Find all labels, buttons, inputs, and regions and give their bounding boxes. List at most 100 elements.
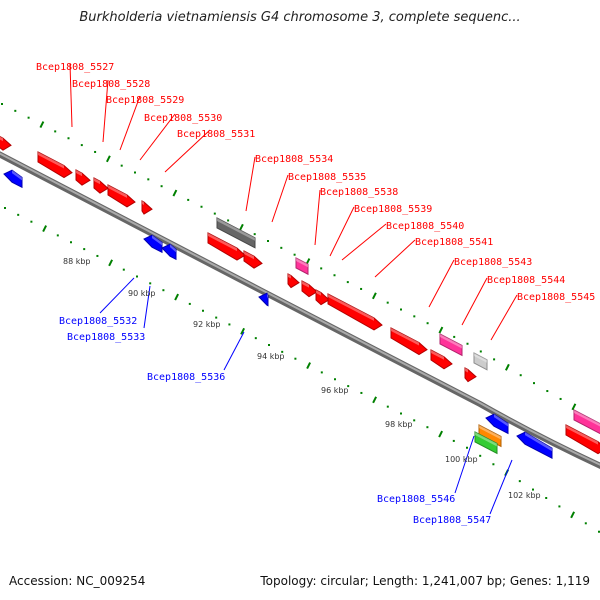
- gene-highlight: [296, 258, 308, 268]
- gene-light-gray: [473, 352, 488, 371]
- backbone: [0, 151, 600, 469]
- gene-highlight: [217, 218, 255, 241]
- gene-highlight: [328, 294, 374, 321]
- tick-minor: [360, 287, 363, 290]
- leader-line-forward: [164, 129, 211, 173]
- tick-minor: [14, 109, 17, 112]
- gene-label-forward: Bcep1808_5528: [72, 79, 150, 90]
- gene-highlight: [431, 350, 444, 360]
- tick-minor: [598, 530, 600, 533]
- tick-major: [306, 362, 311, 369]
- gene-highlight: [440, 334, 462, 349]
- gene-body: [327, 293, 383, 331]
- gene-reverse: [3, 169, 23, 189]
- tick-major: [240, 327, 245, 335]
- tick-minor: [213, 212, 216, 215]
- leader-line-reverse: [143, 285, 151, 329]
- tick-minor: [558, 505, 561, 508]
- gene-body: [37, 151, 73, 179]
- gene-body: [478, 424, 502, 448]
- gene-forward: [141, 200, 153, 215]
- gene-label-forward: Bcep1808_5527: [36, 62, 114, 73]
- gene-body: [216, 217, 256, 249]
- gene-forward: [430, 349, 453, 370]
- tick-minor: [268, 344, 270, 346]
- gene-label-forward: Bcep1808_5539: [354, 204, 432, 215]
- gene-highlight: [12, 170, 22, 181]
- leader-line-forward: [314, 189, 321, 246]
- gene-pink: [573, 409, 600, 435]
- gene-highlight: [76, 170, 82, 177]
- gene-body: [315, 289, 330, 306]
- gene-body: [390, 327, 428, 356]
- tick-minor: [254, 337, 257, 340]
- tick-minor: [136, 275, 138, 278]
- gene-body: [258, 292, 269, 307]
- tick-minor: [200, 205, 203, 208]
- tick-minor: [584, 522, 587, 525]
- leader-line-reverse: [223, 331, 245, 371]
- gene-body: [295, 257, 309, 276]
- tick-major: [239, 223, 244, 231]
- gene-forward: [315, 289, 330, 306]
- tick-minor: [426, 322, 429, 325]
- tick-major: [108, 259, 113, 267]
- gene-reverse: [143, 234, 163, 254]
- tick-minor: [67, 137, 70, 140]
- ruler-label: 96 kbp: [321, 386, 349, 395]
- tick-major: [438, 430, 443, 438]
- leader-line-forward: [341, 223, 387, 261]
- gene-highlight: [465, 368, 468, 373]
- tick-minor: [533, 382, 535, 385]
- gene-label-reverse: Bcep1808_5546: [377, 494, 455, 505]
- tick-minor: [215, 316, 218, 319]
- tick-minor: [452, 439, 455, 442]
- tick-minor: [546, 390, 549, 393]
- gene-reverse: [161, 243, 177, 261]
- gene-highlight: [0, 136, 3, 142]
- tick-minor: [80, 144, 83, 147]
- tick-major: [174, 293, 179, 301]
- leader-line-forward: [102, 79, 109, 143]
- gene-forward: [75, 169, 91, 186]
- tick-minor: [333, 274, 336, 277]
- tick-major: [372, 396, 377, 404]
- tick-major: [42, 225, 47, 232]
- gene-gray: [216, 217, 256, 249]
- tick-minor: [400, 412, 402, 415]
- tick-major: [438, 326, 444, 334]
- gene-highlight: [302, 281, 309, 288]
- leader-line-reverse: [454, 435, 475, 494]
- gene-forward: [565, 424, 600, 455]
- gene-highlight: [316, 290, 321, 296]
- gene-highlight: [38, 152, 64, 169]
- tick-major: [172, 189, 178, 197]
- tick-minor: [94, 150, 97, 153]
- tick-major: [571, 403, 577, 411]
- ruler-label: 100 kbp: [445, 455, 478, 464]
- gene-body: [430, 349, 453, 370]
- gene-highlight: [142, 201, 144, 206]
- gene-body: [3, 169, 23, 189]
- tick-minor: [17, 213, 20, 216]
- ruler-label: 90 kbp: [128, 289, 156, 298]
- gene-highlight: [474, 353, 487, 363]
- tick-major: [39, 121, 45, 128]
- leader-line-reverse: [99, 277, 135, 314]
- ruler-label: 94 kbp: [257, 352, 285, 361]
- tick-minor: [202, 309, 204, 312]
- tick-minor: [493, 358, 496, 361]
- tick-minor: [147, 178, 150, 181]
- tick-minor: [120, 164, 123, 167]
- gene-label-forward: Bcep1808_5531: [177, 129, 255, 140]
- gene-label-forward: Bcep1808_5530: [144, 113, 222, 124]
- gene-forward: [464, 367, 477, 383]
- tick-minor: [160, 185, 163, 188]
- tick-minor: [519, 374, 522, 377]
- gene-body: [93, 177, 109, 194]
- map-title: Burkholderia vietnamiensis G4 chromosome…: [79, 10, 521, 25]
- leader-line-forward: [374, 239, 416, 278]
- gene-body: [565, 424, 600, 455]
- tick-minor: [188, 302, 191, 305]
- tick-minor: [293, 253, 296, 256]
